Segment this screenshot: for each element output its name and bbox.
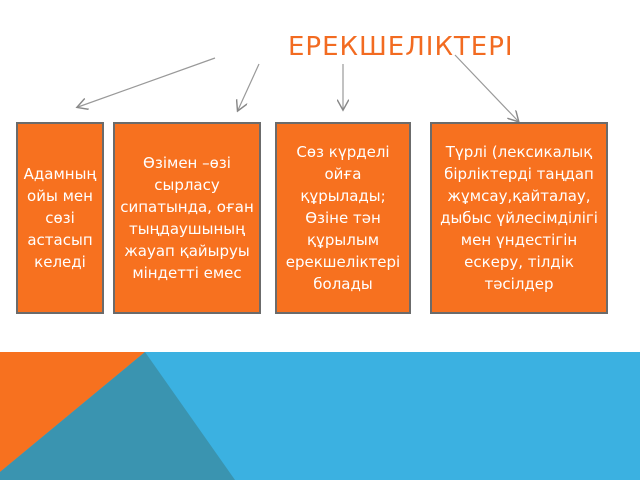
feature-box-3: Сөз күрделі ойға құрылады; Өзіне тән құр…: [275, 122, 411, 314]
arrow-2: [238, 63, 260, 110]
feature-box-4: Түрлі (лексикалық бірліктерді таңдап жұм…: [430, 122, 608, 314]
arrow-4: [454, 54, 518, 121]
arrow-1: [78, 57, 216, 107]
feature-box-1: Адамның ойы мен сөзі астасып келеді: [16, 122, 104, 314]
teal-triangle: [0, 352, 235, 480]
feature-text: Түрлі (лексикалық бірліктерді таңдап жұм…: [440, 143, 598, 293]
feature-text: Өзімен –өзі сырласу сипатында, оған тыңд…: [120, 154, 254, 282]
feature-text: Сөз күрделі ойға құрылады; Өзіне тән құр…: [285, 143, 401, 293]
feature-box-2: Өзімен –өзі сырласу сипатында, оған тыңд…: [113, 122, 261, 314]
slide-title: ЕРЕКШЕЛІКТЕРІ: [288, 32, 514, 62]
feature-text: Адамның ойы мен сөзі астасып келеді: [23, 165, 97, 271]
